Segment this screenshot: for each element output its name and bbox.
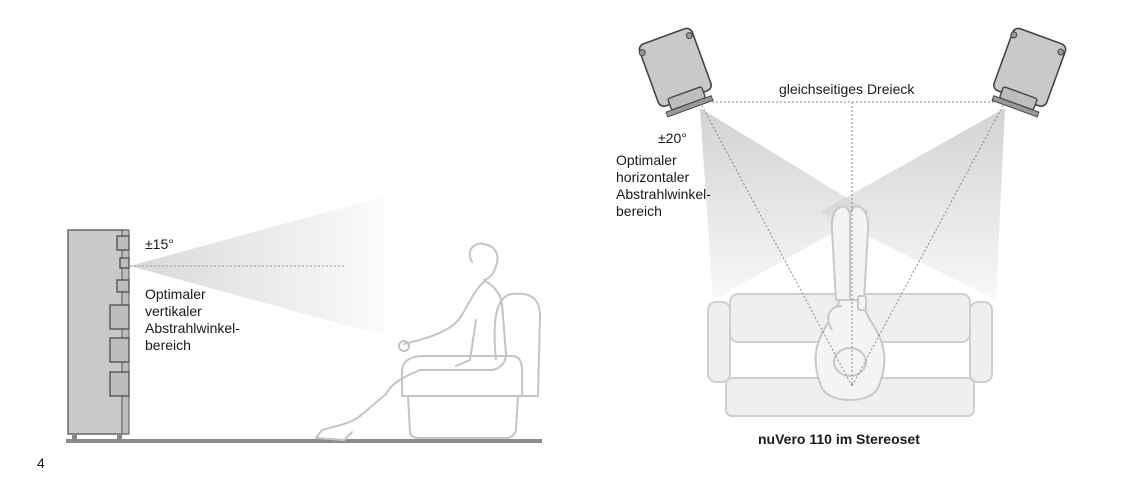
left-speaker-beam [700,108,870,300]
floor-line [66,439,542,443]
left-figure [66,196,542,443]
figure-caption: nuVero 110 im Stereoset [758,431,920,447]
tower-drivers [109,235,130,397]
vertical-description-line-3: Abstrahlwinkel- [145,320,240,336]
right-speaker-beam [820,108,1005,300]
vertical-angle-label: ±15° [145,236,174,252]
speaker-tower-side [67,229,130,441]
page-number: 4 [37,455,45,471]
horizontal-angle-label: ±20° [658,130,687,146]
vertical-beam [130,196,385,336]
right-figure [638,27,1067,417]
vertical-description-line-4: bereich [145,337,191,353]
triangle-label: gleichseitiges Dreieck [779,81,915,97]
horizontal-description-line-4: bereich [616,203,662,219]
armchair-side [401,292,541,439]
vertical-description-line-2: vertikaler [145,303,202,319]
seated-person-top [814,205,886,401]
horizontal-description-line-2: horizontaler [616,169,690,185]
equilateral-triangle [699,101,1006,387]
horizontal-description-line-1: Optimaler [616,152,677,168]
vertical-description-line-1: Optimaler [145,286,206,302]
horizontal-description-line-3: Abstrahlwinkel- [616,186,711,202]
seated-person-side [315,242,507,441]
right-speaker-top [991,27,1067,118]
left-speaker-top [638,27,714,118]
